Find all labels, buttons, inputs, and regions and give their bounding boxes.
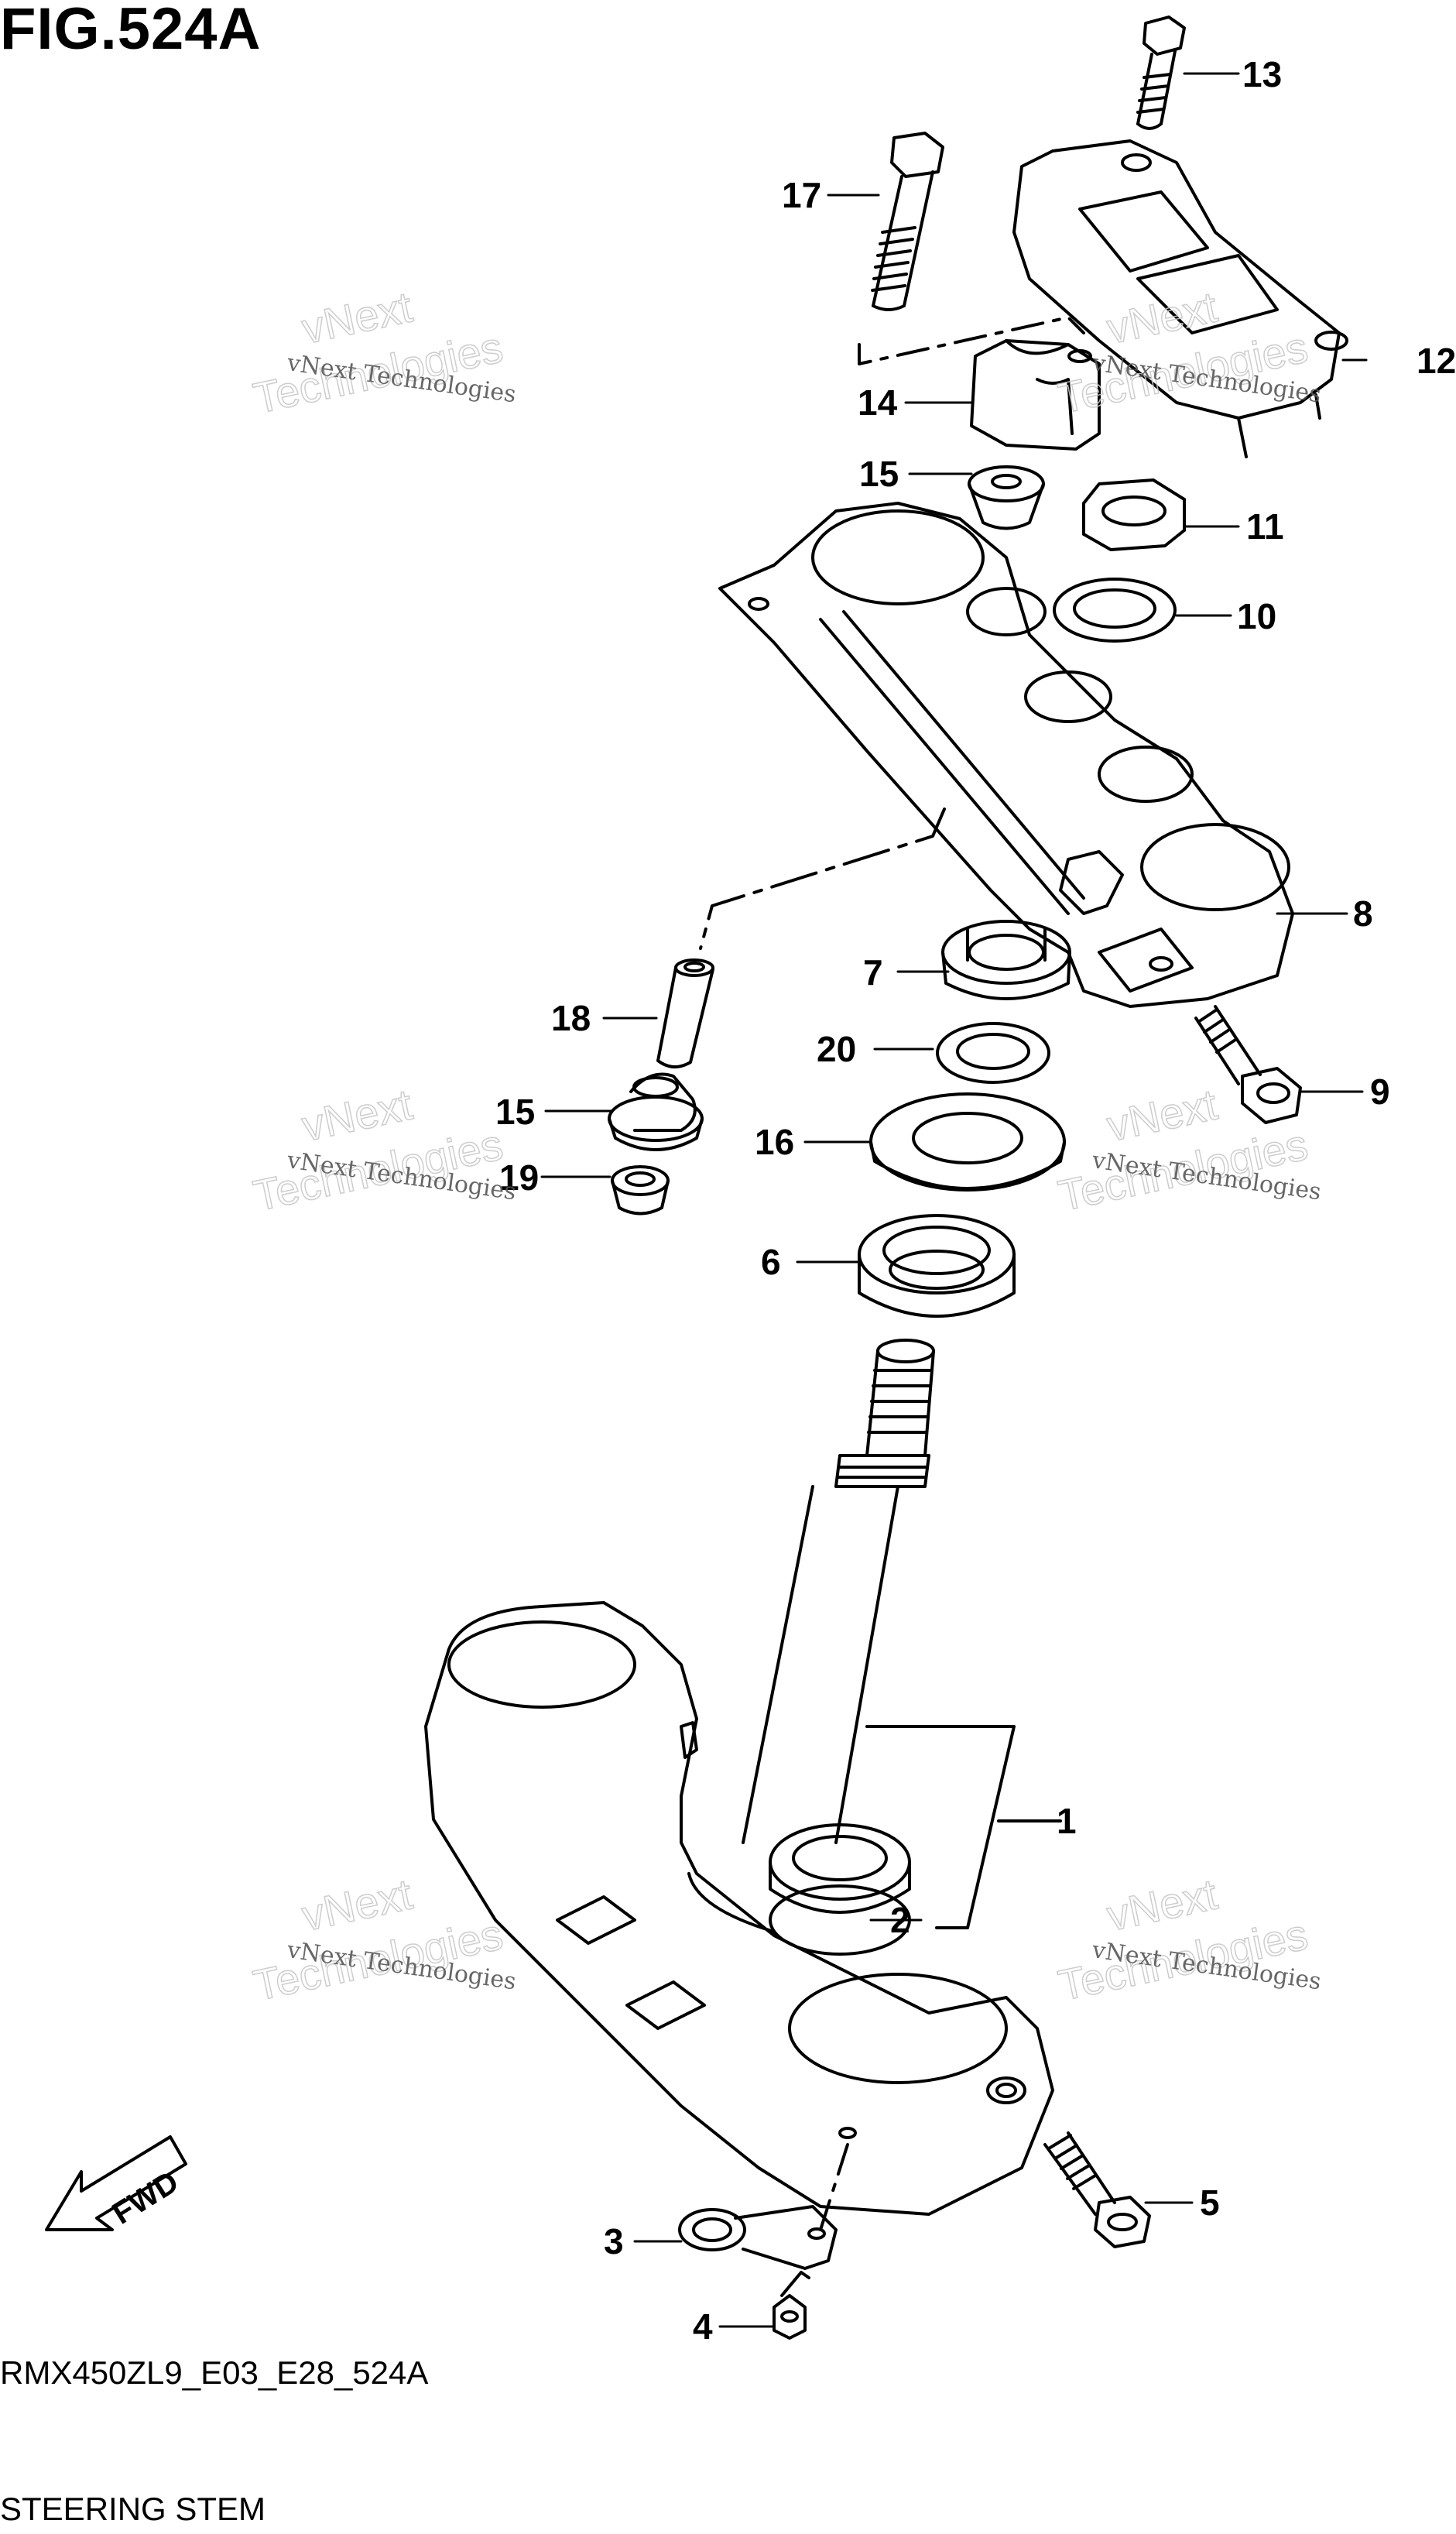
- watermark-brand: vNext: [298, 1079, 417, 1150]
- part-14-clamp-cap: [970, 339, 1101, 451]
- callout-7: 7: [863, 952, 883, 993]
- callout-3: 3: [604, 2221, 624, 2261]
- callout-16: 16: [755, 1122, 794, 1162]
- leader-18: [699, 808, 946, 950]
- watermark-brand: vNext: [1103, 282, 1222, 352]
- part-15-bushing-lower: [608, 1072, 704, 1151]
- part-18-pin: [656, 958, 714, 1068]
- part-1-steering-stem: [424, 1339, 1054, 2216]
- callout-leaders: [540, 72, 1368, 2328]
- callout-14: 14: [858, 382, 898, 423]
- figure-code: RMX450ZL9_E03_E28_524A: [0, 2354, 429, 2391]
- part-13-bolt: [1136, 15, 1186, 130]
- callout-11b: 11: [1246, 506, 1284, 547]
- callout-10: 10: [1237, 596, 1276, 636]
- part-9-bolt: [1194, 1005, 1302, 1124]
- callout-15-lower: 15: [495, 1092, 535, 1132]
- part-16-seal: [869, 1092, 1066, 1192]
- fwd-arrow-icon: [45, 2135, 187, 2231]
- watermark-brand: vNext: [298, 282, 417, 352]
- callout-15-top: 15: [859, 454, 899, 494]
- figure-title: FIG.524A: [0, 0, 262, 62]
- callout-8: 8: [1353, 893, 1373, 934]
- part-11-nut: [1082, 478, 1186, 551]
- part-15-bushing-top: [968, 465, 1045, 530]
- figure-subtitle: STEERING STEM: [0, 2491, 266, 2527]
- part-17-bolt: [871, 132, 944, 311]
- part-5-bolt: [1043, 2131, 1151, 2248]
- part-20-washer: [936, 1022, 1050, 1084]
- callout-9: 9: [1370, 1072, 1390, 1112]
- callout-12: 12: [1417, 341, 1456, 381]
- callout-17: 17: [782, 175, 821, 215]
- part-19-nut: [611, 1165, 670, 1216]
- watermark-brand: vNext: [1103, 1079, 1222, 1150]
- part-8-upper-bracket: [718, 502, 1294, 1008]
- part-7-nut: [941, 920, 1071, 1000]
- part-6-bearing: [858, 1214, 1016, 1318]
- watermark-brand: vNext: [298, 1869, 417, 1939]
- part-4-bolt: [773, 2271, 810, 2340]
- callout-19: 19: [499, 1157, 539, 1198]
- callout-numbers: 13 12 17 14 15 11 11 10 8 7 18 9 20 15 1…: [495, 54, 1456, 2347]
- callout-13: 13: [1242, 54, 1282, 94]
- fwd-label: FWD: [107, 2165, 185, 2231]
- part-10-washer: [1053, 578, 1177, 643]
- callout-4: 4: [693, 2306, 713, 2347]
- callout-5: 5: [1200, 2183, 1220, 2223]
- callout-1: 1: [1057, 1801, 1077, 1841]
- watermark-brand: vNext: [1103, 1869, 1222, 1939]
- callout-6: 6: [761, 1242, 781, 1282]
- callout-18: 18: [551, 998, 591, 1038]
- leader-1: [865, 1725, 1062, 1929]
- callout-20: 20: [817, 1029, 856, 1069]
- callout-2: 2: [890, 1900, 910, 1940]
- part-3-cable-guide: [678, 2205, 838, 2270]
- leader-17: [858, 316, 1085, 365]
- leader-4: [819, 2143, 849, 2231]
- part-12-handlebar-clamp: [1012, 139, 1348, 458]
